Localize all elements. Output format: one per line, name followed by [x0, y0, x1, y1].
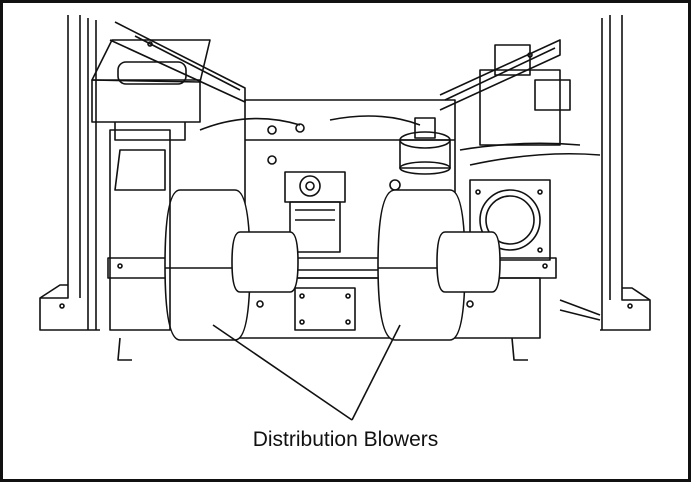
support-feet: [117, 299, 601, 361]
pressure-switch: [399, 117, 451, 175]
upper-left-housing: [91, 39, 211, 191]
callout-label: Distribution Blowers: [252, 428, 439, 451]
right-distribution-blower: [377, 189, 501, 341]
left-cabinet-frame: [39, 15, 100, 331]
control-assembly: [459, 44, 601, 261]
unit-drawing: [39, 15, 651, 361]
right-cabinet-frame: [600, 15, 651, 331]
leader-line-right: [351, 324, 401, 421]
leader-line-left: [212, 324, 353, 421]
inducer-motor: [284, 171, 346, 253]
left-distribution-blower: [109, 129, 299, 341]
top-panels: [109, 21, 561, 111]
callout-leaders: [212, 324, 401, 421]
